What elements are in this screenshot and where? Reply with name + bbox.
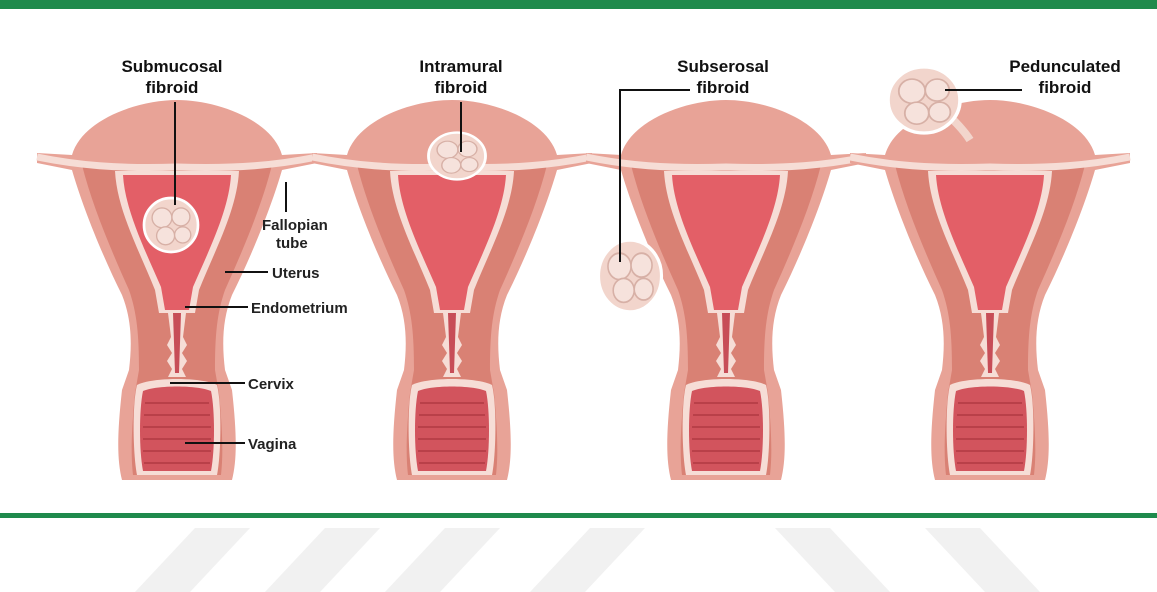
panel-title-line1: Pedunculated xyxy=(1009,57,1120,76)
intramural-fibroid xyxy=(429,133,486,180)
fallopian-tube-label-line2: tube xyxy=(276,235,308,252)
subserosal-fibroid xyxy=(599,240,662,312)
panel-title-line2: fibroid xyxy=(697,78,750,97)
panel-title-line1: Intramural xyxy=(419,57,502,76)
panel-title-line2: fibroid xyxy=(1039,78,1092,97)
panel-title-line1: Submucosal xyxy=(121,57,222,76)
submucosal-fibroid xyxy=(144,198,198,252)
panel-pedunculated: Pedunculated fibroid xyxy=(850,57,1130,480)
watermark-stripes xyxy=(135,528,1040,592)
pedunculated-fibroid xyxy=(888,67,960,133)
cervix-label: Cervix xyxy=(248,376,295,393)
panel-subserosal: Subserosal fibroid xyxy=(586,57,866,480)
panel-intramural: Intramural fibroid xyxy=(312,57,592,480)
panel-submucosal: Submucosal fibroid Fallopian tube Uterus… xyxy=(37,57,348,480)
uterus-illustration xyxy=(37,100,317,480)
uterus-label: Uterus xyxy=(272,265,320,282)
vagina-label: Vagina xyxy=(248,436,297,453)
panel-title-line2: fibroid xyxy=(146,78,199,97)
fallopian-tube-label-line1: Fallopian xyxy=(262,217,328,234)
endometrium-label: Endometrium xyxy=(251,300,348,317)
panel-title-line2: fibroid xyxy=(435,78,488,97)
uterus-illustration xyxy=(850,100,1130,480)
panel-title-line1: Subserosal xyxy=(677,57,769,76)
